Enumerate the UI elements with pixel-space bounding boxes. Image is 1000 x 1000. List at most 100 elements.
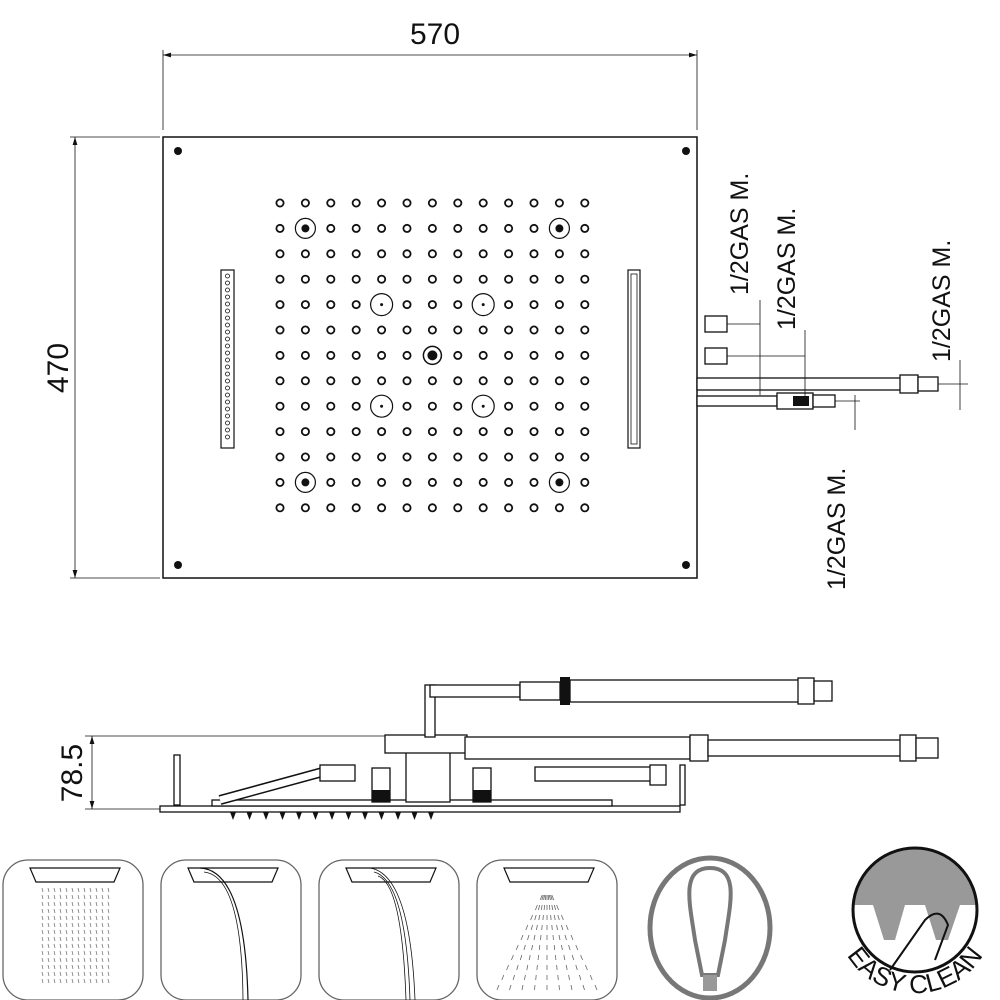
nozzle [453,477,463,487]
nozzle [427,452,437,462]
nozzle [478,198,488,208]
nozzle [377,274,387,284]
nozzle [504,452,514,462]
nozzle [529,300,539,310]
mist-spray-icon [476,859,618,1000]
nozzle [478,223,488,233]
nozzle [351,198,361,208]
nozzle [427,198,437,208]
nozzle [300,376,310,386]
mist-nozzle [548,217,571,239]
side-nozzle [362,812,368,820]
nozzle [529,325,539,335]
nozzle [453,198,463,208]
nozzle [351,427,361,437]
side-nozzle [329,812,335,820]
nozzle [275,452,285,462]
mist-nozzle [294,217,316,239]
nozzle [580,325,590,335]
nozzle [554,401,564,411]
nozzle [580,477,590,487]
nozzle [554,274,564,284]
nozzle [453,249,463,259]
depth-dimension: 78.5 [56,744,89,802]
nozzle [275,350,285,360]
nozzle [504,427,514,437]
nozzle [504,249,514,259]
nozzle [504,198,514,208]
nozzle [478,427,488,437]
nozzle [326,477,336,487]
nozzle [351,452,361,462]
nozzle [554,376,564,386]
nozzle [402,274,412,284]
nozzle [529,350,539,360]
nozzle [275,223,285,233]
nozzle [351,325,361,335]
nozzle [554,325,564,335]
nozzle [580,249,590,259]
nozzle [580,401,590,411]
nozzle [377,249,387,259]
side-nozzle [411,812,418,820]
nozzle [402,401,412,411]
nozzle [529,401,539,411]
nozzle [453,452,463,462]
screw-icon [174,561,182,569]
nozzle [402,223,412,233]
nozzle [402,452,412,462]
screw-icon [682,147,690,155]
nozzle [478,503,488,513]
nozzle [427,477,437,487]
nozzle [275,300,285,310]
nozzle [554,427,564,437]
nozzle [504,401,514,411]
nozzle [402,249,412,259]
nozzle [478,350,488,360]
nozzle-grid [275,198,590,513]
nozzle [554,300,564,310]
waterfall-icon [160,859,302,1000]
side-nozzle [230,812,236,820]
nozzle [453,503,463,513]
nozzle [300,300,310,310]
nozzle [453,223,463,233]
nozzle [580,223,590,233]
nozzle [300,427,310,437]
side-nozzle [246,812,253,820]
nozzle [554,350,564,360]
connection-label-4: 1/2GAS M. [823,468,851,590]
side-nozzle [312,812,319,820]
nozzle [504,376,514,386]
nozzle [529,376,539,386]
nozzle [529,477,539,487]
nozzle [427,325,437,335]
nozzle [554,198,564,208]
nozzle [351,249,361,259]
right-waterfall-outlet [627,269,641,449]
nozzle [351,274,361,284]
nozzle [529,223,539,233]
nozzle [504,503,514,513]
nozzle [453,274,463,284]
nozzle [453,427,463,437]
nozzle [504,350,514,360]
nozzle [351,477,361,487]
nozzle [478,325,488,335]
nozzle [351,503,361,513]
nozzle [300,503,310,513]
screw-icon [682,561,690,569]
nozzle [377,350,387,360]
nozzle [326,401,336,411]
nozzle [478,376,488,386]
nozzle [275,427,285,437]
nozzle [529,503,539,513]
nozzle [300,274,310,284]
nozzle [427,401,437,411]
side-nozzle [395,812,401,820]
nozzle [453,300,463,310]
nozzle [580,198,590,208]
nozzle [504,274,514,284]
